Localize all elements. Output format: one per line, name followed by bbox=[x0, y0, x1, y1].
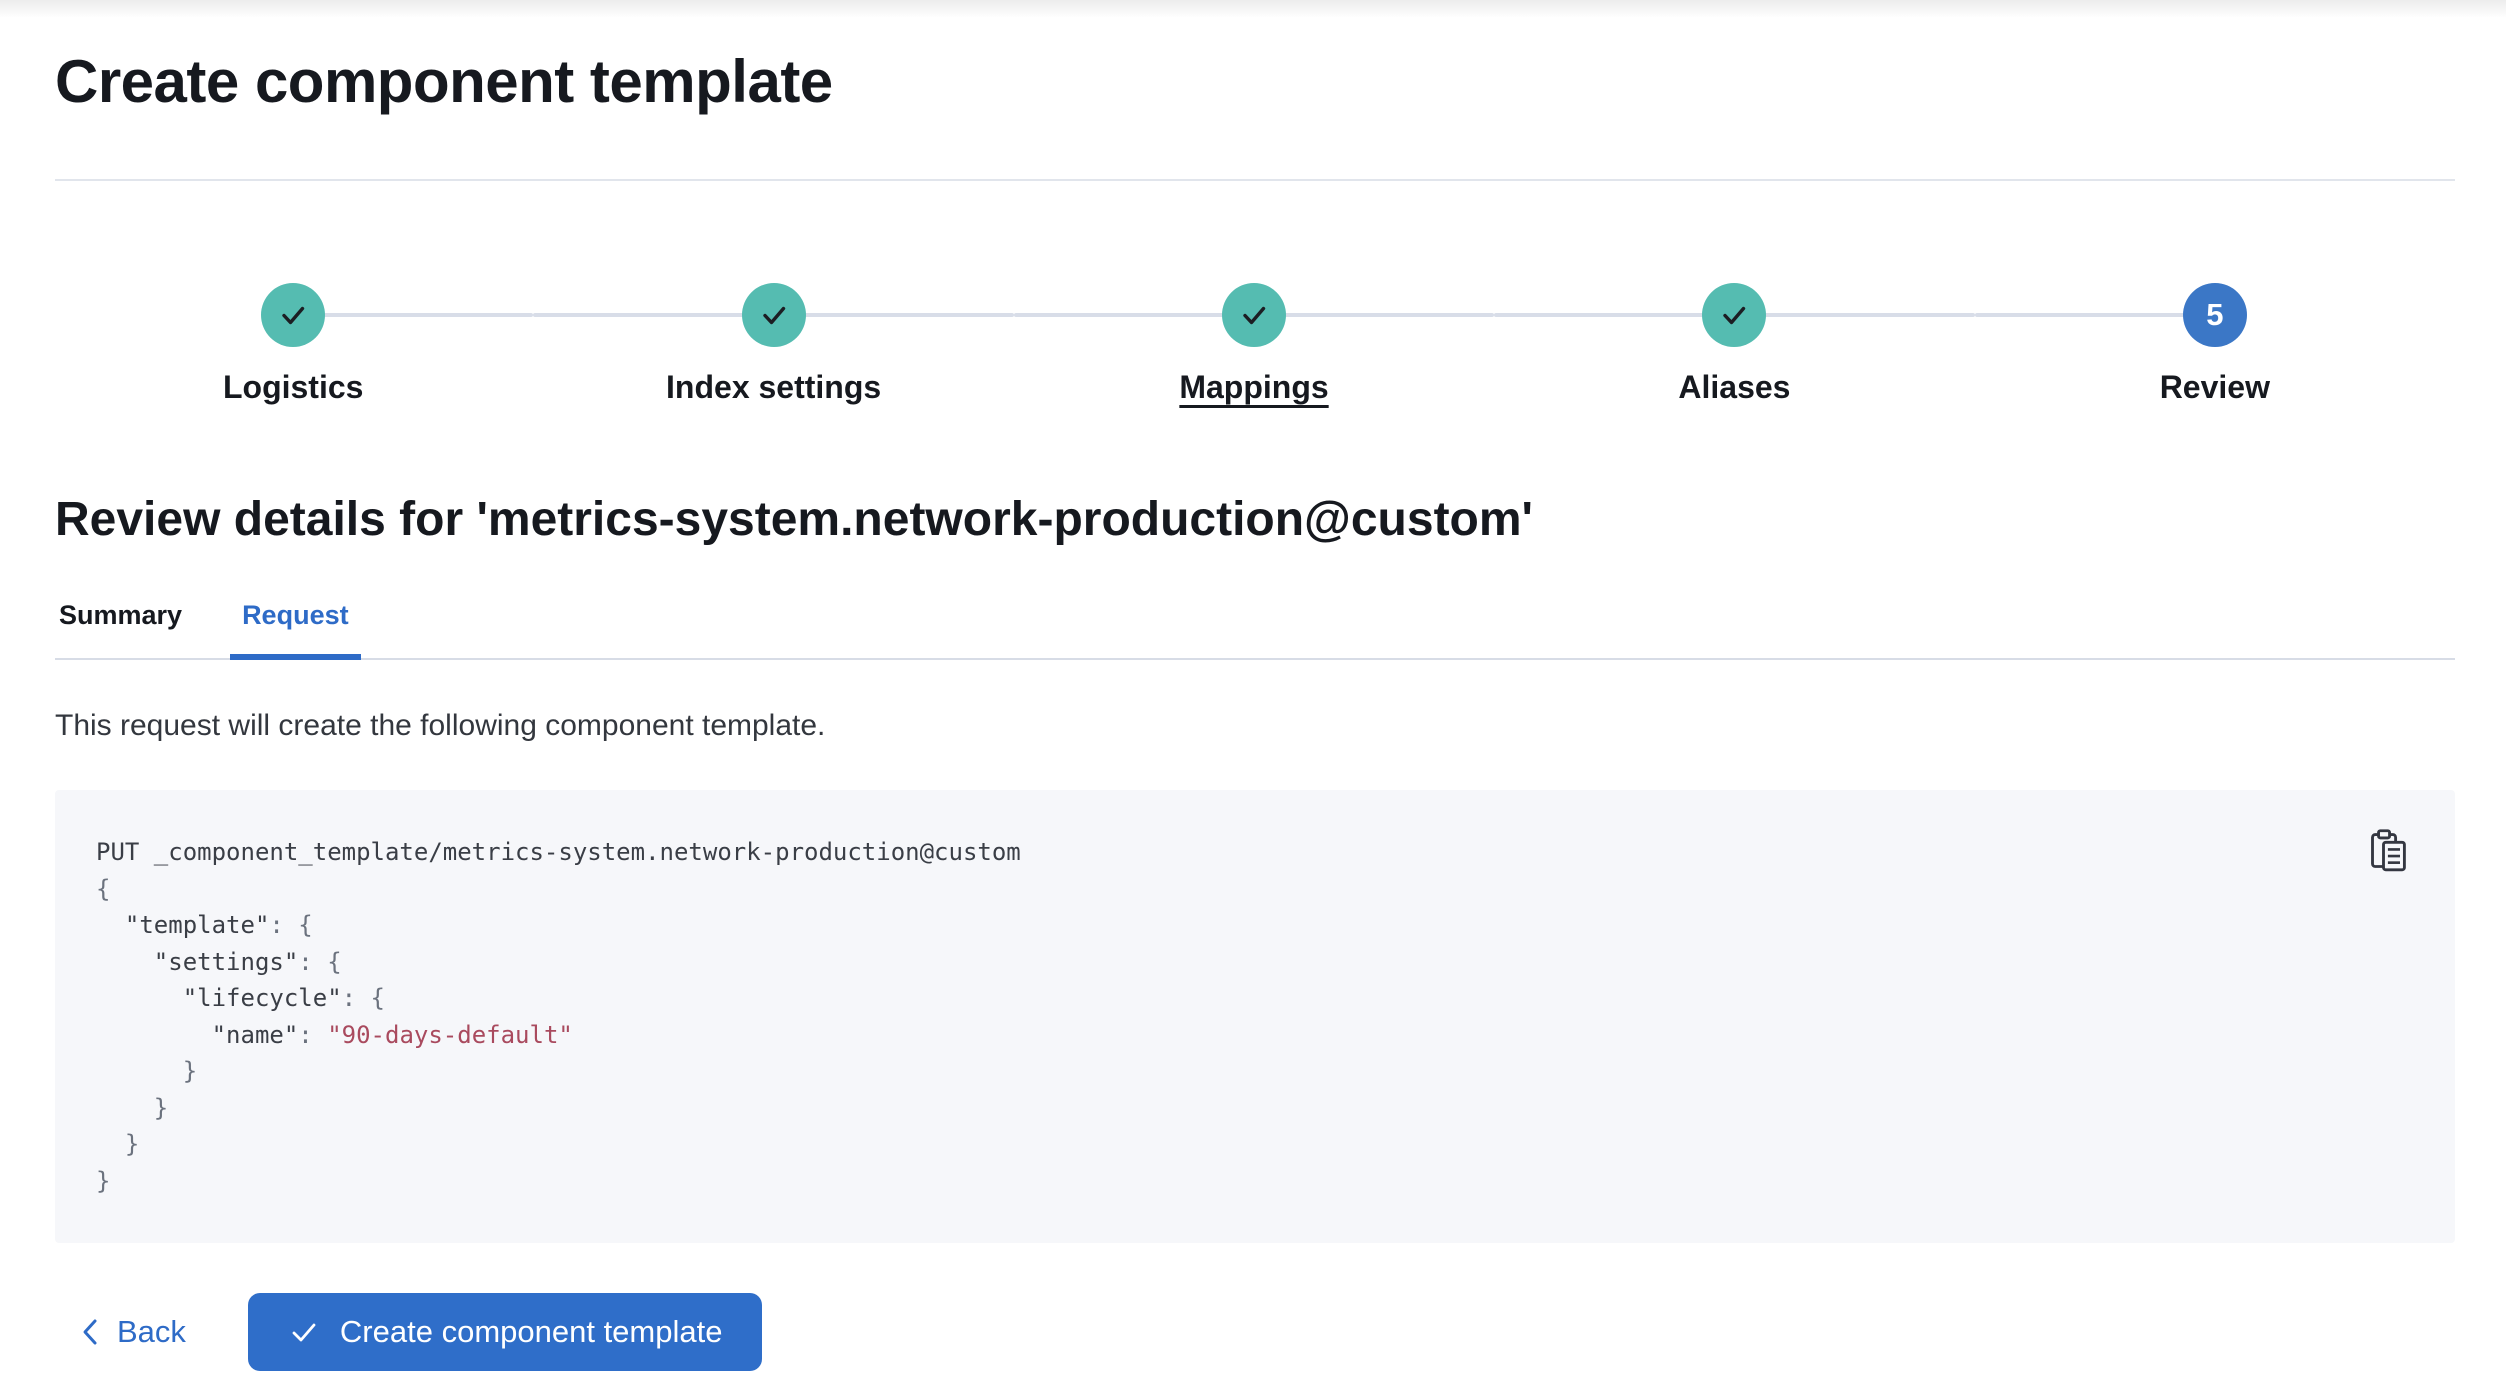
step-label: Aliases bbox=[1678, 369, 1791, 405]
code-line: } bbox=[96, 1093, 169, 1122]
code-line: "lifecycle": { bbox=[96, 984, 385, 1012]
check-icon bbox=[1243, 306, 1266, 325]
chevron-left-icon bbox=[83, 1319, 97, 1345]
step-complete-circle bbox=[1222, 283, 1287, 347]
step-logistics[interactable]: Logistics bbox=[53, 283, 534, 406]
review-details-heading: Review details for 'metrics-system.netwo… bbox=[55, 493, 1533, 546]
page-title: Create component template bbox=[55, 48, 833, 115]
step-aliases[interactable]: Aliases bbox=[1494, 283, 1976, 406]
code-line: } bbox=[96, 1057, 198, 1085]
code-line: { bbox=[96, 874, 111, 903]
check-icon bbox=[282, 306, 305, 325]
code-lines: PUT _component_template/metrics-system.n… bbox=[96, 834, 2400, 1199]
step-label: Mappings bbox=[1179, 369, 1329, 405]
copy-to-clipboard-button[interactable] bbox=[2369, 828, 2409, 872]
check-icon bbox=[1723, 306, 1746, 325]
step-review[interactable]: 5 Review bbox=[1974, 283, 2455, 406]
review-tabs: Summary Request bbox=[55, 600, 2455, 660]
code-line: "settings": { bbox=[96, 947, 342, 976]
create-button-label: Create component template bbox=[339, 1314, 723, 1349]
create-component-template-page: Create component template Logistics Inde… bbox=[0, 48, 2506, 1371]
title-divider bbox=[55, 179, 2455, 181]
step-label: Review bbox=[2159, 369, 2270, 405]
check-icon bbox=[292, 1323, 316, 1342]
code-line: } bbox=[96, 1166, 111, 1195]
step-number: 5 bbox=[2206, 297, 2224, 332]
back-label: Back bbox=[117, 1314, 186, 1349]
back-button[interactable]: Back bbox=[79, 1314, 186, 1350]
step-progress: Logistics Index settings Mappings Aliase… bbox=[53, 283, 2455, 406]
step-complete-circle bbox=[1702, 283, 1767, 347]
create-component-template-button[interactable]: Create component template bbox=[247, 1293, 763, 1371]
request-code-block: PUT _component_template/metrics-system.n… bbox=[55, 790, 2455, 1243]
step-index-settings[interactable]: Index settings bbox=[533, 283, 1015, 406]
window-top-shadow bbox=[0, 0, 2506, 18]
step-complete-circle bbox=[261, 283, 326, 347]
step-label: Logistics bbox=[222, 369, 364, 405]
copy-clipboard-icon bbox=[2371, 829, 2406, 872]
footer-actions: Back Create component template bbox=[55, 1293, 2455, 1371]
step-complete-circle bbox=[741, 283, 806, 347]
step-mappings[interactable]: Mappings bbox=[1013, 283, 1495, 406]
request-description: This request will create the following c… bbox=[55, 709, 826, 742]
check-icon bbox=[762, 306, 785, 325]
tab-summary[interactable]: Summary bbox=[55, 600, 186, 658]
code-line: } bbox=[96, 1130, 140, 1158]
step-label: Index settings bbox=[666, 369, 882, 405]
step-current-circle: 5 bbox=[2182, 283, 2247, 347]
code-line: "name": "90-days-default" bbox=[96, 1020, 573, 1049]
code-line: PUT _component_template/metrics-system.n… bbox=[96, 838, 1021, 866]
tab-request[interactable]: Request bbox=[230, 600, 361, 660]
code-line: "template": { bbox=[96, 911, 313, 939]
